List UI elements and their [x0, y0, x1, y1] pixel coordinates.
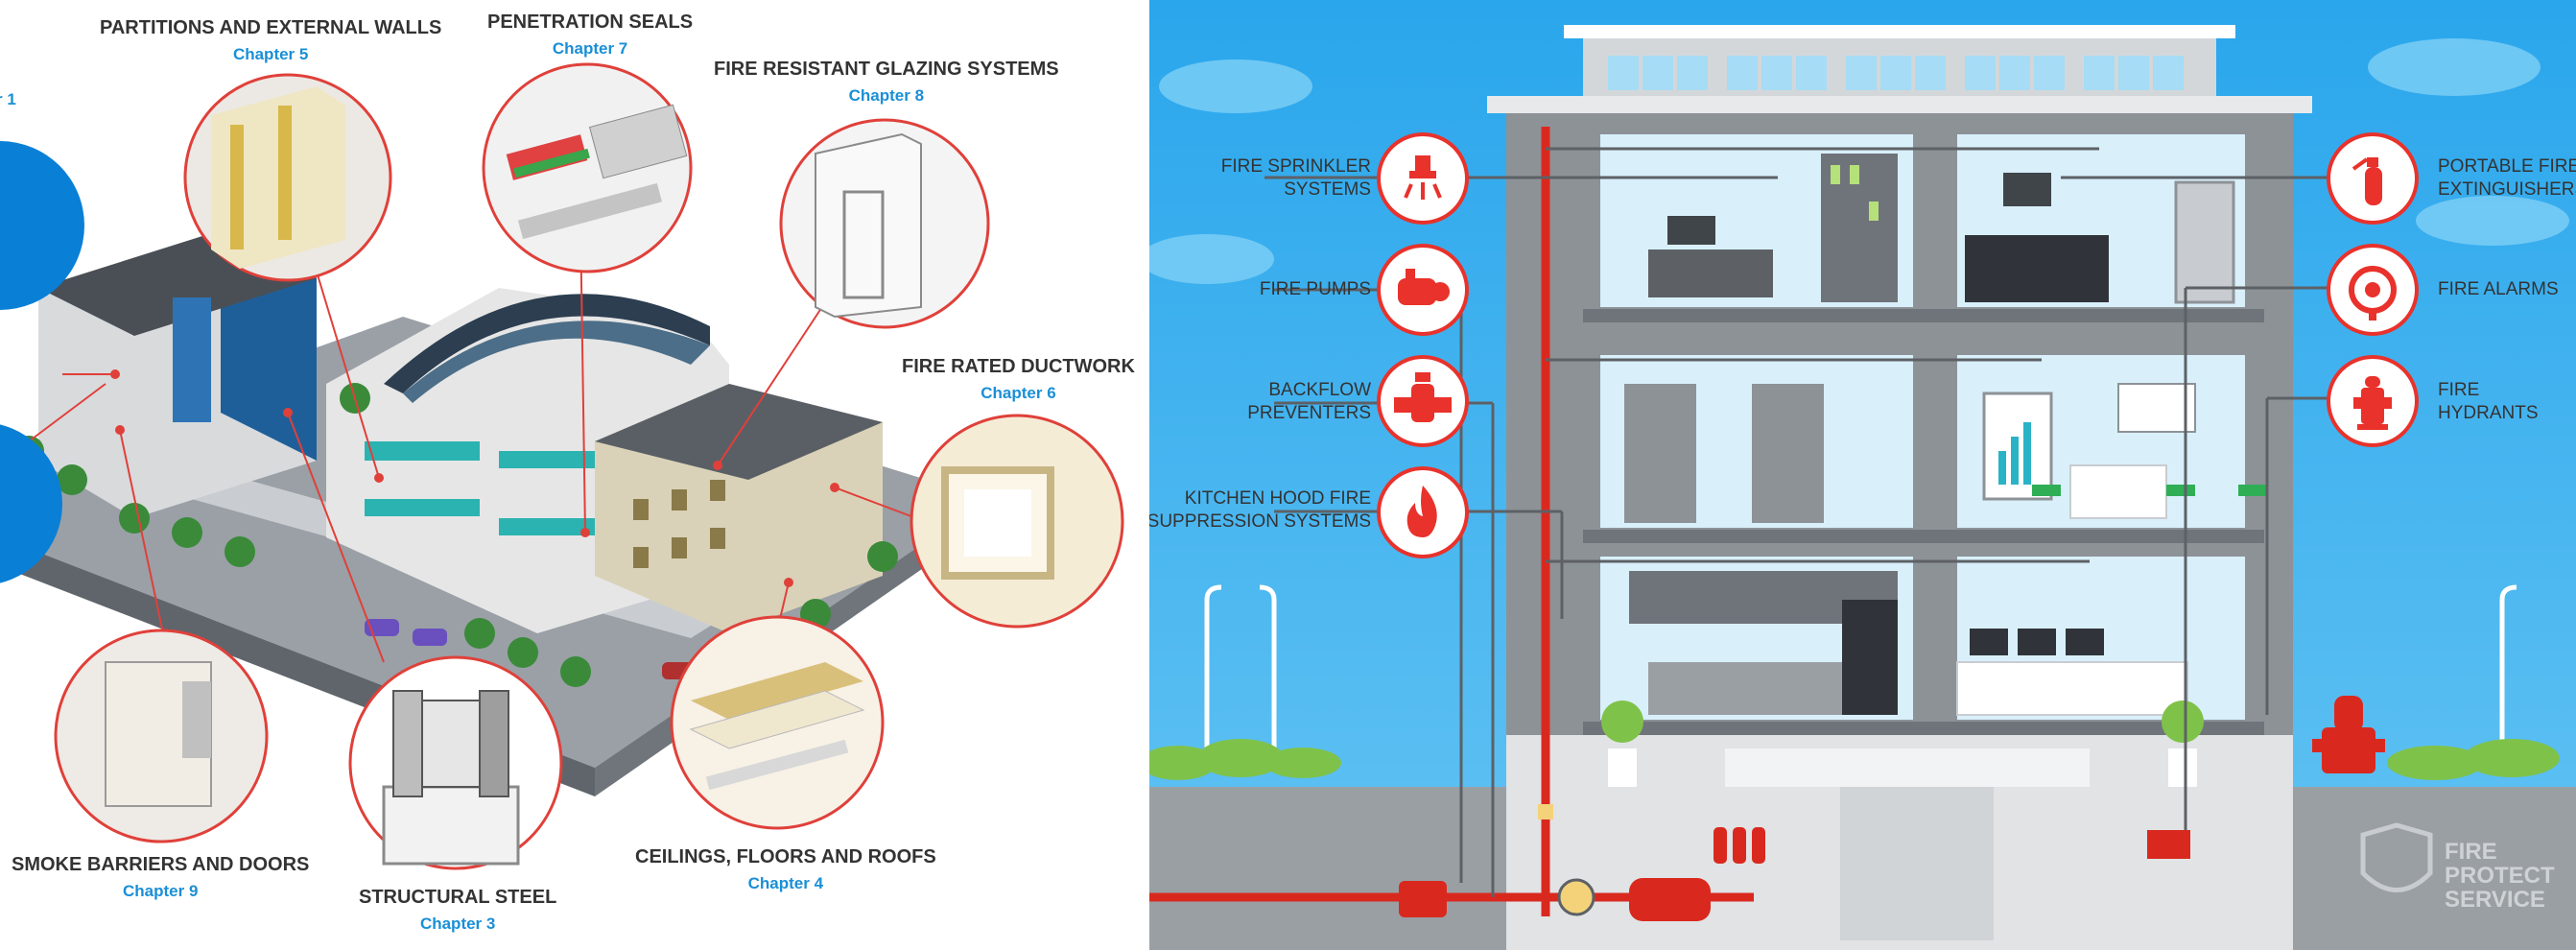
label-portable-fire-extinguishers: PORTABLE FIRE EXTINGUISHERS [2438, 155, 2576, 202]
label-backflow-preventers: BACKFLOW PREVENTERS [1247, 379, 1371, 425]
callout-chapter: Chapter 6 [981, 384, 1056, 402]
callout-title: PARTITIONS AND EXTERNAL WALLS [100, 17, 442, 38]
label-kitchen-hood-suppression: KITCHEN HOOD FIRE SUPPRESSION SYSTEMS [1149, 487, 1371, 534]
building-cutaway-illustration [0, 62, 1124, 870]
label-line-1: FIRE PUMPS [1259, 279, 1371, 299]
label-fire-alarms: FIRE ALARMS [2438, 278, 2559, 301]
label-line-1: FIRE [2438, 380, 2480, 400]
callout-chapter: Chapter 8 [848, 86, 925, 105]
bushes [1149, 739, 2560, 780]
callout-penetration-seals: PENETRATION SEALS Chapter 7 [487, 12, 693, 59]
detail-circle-partitions [183, 73, 392, 282]
partial-chapter-label: r 1 [0, 90, 16, 108]
watermark-line-3: SERVICE [2445, 887, 2545, 913]
alarm-panel [2147, 830, 2190, 859]
callout-ceilings-floors-roofs: CEILINGS, FLOORS AND ROOFS Chapter 4 [635, 846, 936, 893]
watermark-text: FIRE PROTECT SERVICE [2445, 840, 2555, 912]
planters [1601, 701, 2204, 787]
callout-chapter: Chapter 7 [552, 39, 628, 58]
callout-title: FIRE RESISTANT GLAZING SYSTEMS [714, 59, 1059, 80]
detail-circle-structural-steel [348, 655, 563, 870]
fire-pump-icon [1377, 244, 1469, 336]
label-fire-pumps: FIRE PUMPS [1260, 278, 1371, 301]
callout-structural-steel: STRUCTURAL STEEL Chapter 3 [359, 887, 556, 934]
label-line-1: PORTABLE FIRE [2438, 156, 2576, 177]
detail-circle-ceilings-floors [670, 615, 885, 830]
callout-partitions: PARTITIONS AND EXTERNAL WALLS Chapter 5 [100, 17, 441, 64]
fire-pump-assembly [1399, 804, 1711, 921]
backflow-valve-icon [1377, 355, 1469, 447]
label-fire-sprinkler-systems: FIRE SPRINKLER SYSTEMS [1221, 155, 1371, 202]
watermark-line-1: FIRE [2445, 839, 2497, 865]
callout-title: STRUCTURAL STEEL [359, 887, 557, 908]
flame-icon [1377, 466, 1469, 558]
label-line-2: HYDRANTS [2438, 403, 2539, 423]
hydrant-icon [2327, 355, 2419, 447]
detail-circle-ductwork [910, 414, 1124, 629]
callout-smoke-barriers: SMOKE BARRIERS AND DOORS Chapter 9 [12, 854, 309, 901]
label-line-1: FIRE ALARMS [2438, 279, 2559, 299]
detail-circle-penetration-seals [482, 62, 693, 273]
alarm-bell-icon [2327, 244, 2419, 336]
label-line-2: PREVENTERS [1247, 403, 1371, 423]
callout-glazing-systems: FIRE RESISTANT GLAZING SYSTEMS Chapter 8 [714, 59, 1059, 106]
callout-title: CEILINGS, FLOORS AND ROOFS [635, 846, 936, 867]
label-line-2: SYSTEMS [1284, 179, 1371, 200]
clouds [1149, 38, 2569, 284]
watermark-line-2: PROTECT [2445, 863, 2555, 889]
partial-chapter-circle-top [0, 141, 84, 310]
callout-chapter: Chapter 3 [419, 914, 496, 933]
label-line-1: KITCHEN HOOD FIRE [1184, 488, 1371, 509]
callout-title: FIRE RATED DUCTWORK [902, 356, 1135, 377]
callout-title: PENETRATION SEALS [487, 12, 694, 33]
street-hydrant [2312, 696, 2385, 773]
detail-circle-smoke-barriers [54, 629, 269, 843]
label-line-1: BACKFLOW [1268, 380, 1371, 400]
callout-title: SMOKE BARRIERS AND DOORS [12, 854, 310, 875]
extinguisher-icon [2327, 132, 2419, 225]
label-fire-hydrants: FIRE HYDRANTS [2438, 379, 2539, 425]
sprinkler-icon [1377, 132, 1469, 225]
detail-circle-glazing [779, 118, 990, 329]
callout-chapter: Chapter 9 [122, 882, 199, 900]
callout-ductwork: FIRE RATED DUCTWORK Chapter 6 [902, 356, 1135, 403]
callout-chapter: Chapter 4 [747, 874, 824, 892]
street-lamps [1204, 584, 2517, 748]
callout-chapter: Chapter 5 [232, 45, 309, 63]
label-line-2: SUPPRESSION SYSTEMS [1149, 511, 1371, 532]
shield-watermark-icon [2360, 822, 2433, 892]
label-line-1: FIRE SPRINKLER [1220, 156, 1371, 177]
basement-cylinders [1713, 827, 1765, 864]
left-panel-fire-protection-overview: r 1 PARTITIONS AND EXTERNAL WALLS Chapte… [0, 0, 1149, 950]
partial-chapter-circle-bottom [0, 424, 62, 583]
multi-storey-building [1487, 25, 2312, 950]
label-line-2: EXTINGUISHERS [2438, 179, 2576, 200]
right-panel-fire-protection-services: FIRE SPRINKLER SYSTEMS FIRE PUMPS BACKFL… [1149, 0, 2576, 950]
building-section-illustration [1149, 0, 2576, 950]
